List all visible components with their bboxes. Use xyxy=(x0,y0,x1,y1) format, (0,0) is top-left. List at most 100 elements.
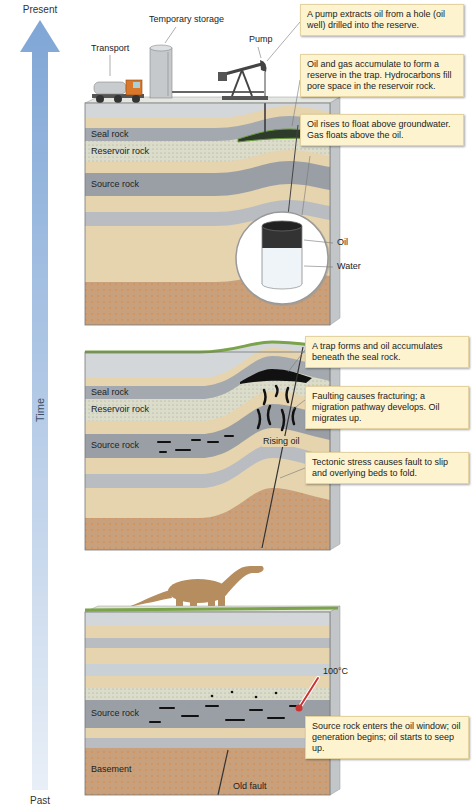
rock-layers xyxy=(208,441,218,443)
surface-equipment xyxy=(96,95,104,103)
surface-equipment xyxy=(260,60,266,72)
process-label: Rising oil xyxy=(262,436,301,447)
surface-equipment xyxy=(265,72,266,96)
callout-box: Oil rises to float above groundwater. Ga… xyxy=(300,114,464,146)
rock-layers xyxy=(158,436,233,452)
callout-text: A pump extracts oil from a hole (oil wel… xyxy=(307,9,457,31)
time-arrow xyxy=(20,20,60,790)
surface-equipment xyxy=(114,95,122,103)
rock-layers xyxy=(264,103,266,132)
rock-layers xyxy=(240,369,312,384)
surface-equipment xyxy=(94,82,126,94)
axis-label: Past xyxy=(29,795,51,806)
rock-layer-label: Seal rock xyxy=(90,129,130,140)
callout-box: Source rock enters the oil window; oil g… xyxy=(305,716,469,759)
rock-layers xyxy=(250,709,262,711)
callout-text: Faulting causes fracturing; a migration … xyxy=(312,391,462,424)
rock-layers xyxy=(262,347,303,548)
rock-layers xyxy=(255,696,258,699)
rock-layers xyxy=(160,707,174,709)
rock-layers xyxy=(85,348,330,550)
rock-layers xyxy=(268,406,270,424)
callout-leader xyxy=(292,400,305,410)
rock-layers xyxy=(85,612,330,795)
callout-text: Oil rises to float above groundwater. Ga… xyxy=(307,119,457,141)
callout-text: Tectonic stress causes fault to slip and… xyxy=(312,457,462,479)
rock-layers xyxy=(85,214,330,325)
part-label: Temporary storage xyxy=(148,14,225,25)
rock-layers xyxy=(85,608,338,610)
time-arrow xyxy=(20,20,60,790)
dinosaur-figure xyxy=(128,566,264,609)
rock-layers xyxy=(150,706,296,722)
rock-layer-label: Seal rock xyxy=(90,387,130,398)
rock-layers xyxy=(85,342,330,352)
rock-layer-label: Basement xyxy=(90,764,133,775)
rock-layers xyxy=(85,488,330,550)
rock-layers xyxy=(290,705,296,707)
inset-label: Oil xyxy=(336,237,349,248)
rock-layers xyxy=(85,116,330,325)
surface-equipment xyxy=(133,82,140,88)
inset-oil-water xyxy=(262,226,302,284)
rock-layers xyxy=(85,428,330,550)
surface-equipment xyxy=(126,80,142,95)
callout-box: Tectonic stress causes fault to slip and… xyxy=(305,452,469,484)
rock-layers xyxy=(282,410,284,430)
rock-layer-label: Reservoir rock xyxy=(90,146,150,157)
rock-layers xyxy=(85,150,330,325)
part-label: Old fault xyxy=(232,781,268,792)
rock-layers xyxy=(160,451,166,453)
rock-layers xyxy=(226,719,244,721)
rock-layers xyxy=(211,695,214,698)
surface-equipment xyxy=(168,52,169,96)
rock-layer-label: Source rock xyxy=(90,440,140,451)
callout-leader xyxy=(280,350,305,478)
rock-layers xyxy=(85,129,330,325)
rock-layers xyxy=(85,444,330,550)
surface-equipment xyxy=(132,95,140,103)
callout-leader xyxy=(292,80,300,126)
surface-equipment xyxy=(232,70,242,96)
rock-layers xyxy=(85,458,330,550)
rock-layers xyxy=(293,408,295,424)
surface-equipment xyxy=(258,47,261,58)
rock-layers xyxy=(85,103,330,325)
rock-layers xyxy=(231,691,234,694)
inset-oil-water xyxy=(262,226,263,284)
rock-layers xyxy=(85,700,330,795)
axis-label: Present xyxy=(22,4,58,15)
surface-equipment xyxy=(222,96,268,100)
rock-layers xyxy=(176,449,190,451)
rock-layers xyxy=(275,692,278,695)
inset-oil-water xyxy=(236,212,330,306)
rock-layers xyxy=(85,184,330,325)
panel-outline xyxy=(330,341,340,550)
panel-outline xyxy=(85,352,330,550)
rock-layers xyxy=(85,606,340,612)
surface-equipment xyxy=(242,70,252,96)
rock-layer-label: Source rock xyxy=(90,179,140,190)
inset-oil-water xyxy=(304,266,333,267)
rock-layers xyxy=(85,638,330,795)
rock-layer-label: Reservoir rock xyxy=(90,404,150,415)
rock-layers xyxy=(85,748,330,795)
thermometer-symbol xyxy=(296,678,319,712)
callout-text: A trap forms and oil accumulates beneath… xyxy=(312,341,462,363)
rock-layers xyxy=(287,388,289,402)
rock-layers xyxy=(85,200,330,325)
part-label: Pump xyxy=(248,34,274,45)
rock-layers xyxy=(206,705,218,707)
inset-oil-water xyxy=(262,221,302,231)
callout-leader xyxy=(288,350,305,372)
panel-outline xyxy=(85,341,340,550)
surface-equipment xyxy=(218,72,227,81)
panel-outline xyxy=(85,103,330,325)
rock-layers xyxy=(85,688,330,795)
rock-layers xyxy=(85,738,330,795)
rock-layers xyxy=(85,106,330,325)
inset-oil-water xyxy=(236,212,333,306)
callout-box: A pump extracts oil from a hole (oil wel… xyxy=(300,4,464,36)
rock-layers xyxy=(218,750,228,795)
